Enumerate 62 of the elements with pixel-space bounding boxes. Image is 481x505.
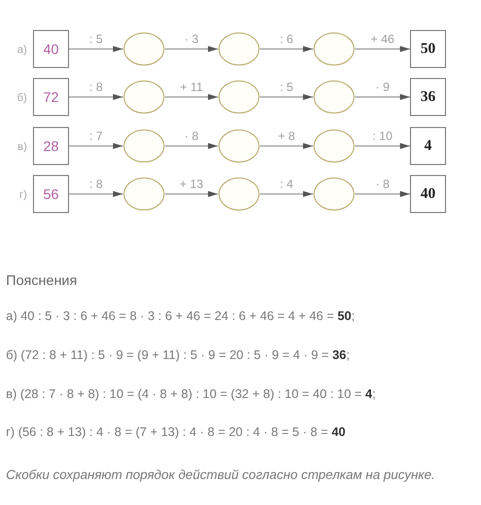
- edge-label: · 9: [376, 81, 390, 93]
- arrow: [260, 191, 314, 197]
- arrow: [260, 94, 314, 100]
- arrow: [164, 94, 218, 100]
- note-text: Скобки сохраняют порядок действий согласно стрелкам на рисунке.: [6, 466, 436, 484]
- edge-label: : 8: [89, 81, 103, 93]
- edge-label: + 11: [180, 81, 203, 93]
- equation-line: в) (28 : 7 · 8 + 8) : 10 = (4 · 8 + 8) : 10 = (32 + 8) : 10 = 40 : 10 = 4;: [6, 386, 377, 403]
- empty-oval: [313, 177, 355, 211]
- edge-label: : 7: [89, 130, 103, 142]
- edge-label: : 5: [280, 81, 294, 93]
- edge-label: : 4: [280, 178, 294, 190]
- arrow: [354, 46, 410, 52]
- edge-label: · 3: [184, 33, 198, 45]
- arrow: [164, 46, 218, 52]
- arrow: [354, 94, 410, 100]
- number-box: 50: [410, 30, 446, 68]
- empty-oval: [123, 80, 165, 114]
- arrow: [260, 46, 314, 52]
- empty-oval: [218, 32, 260, 66]
- arrow: [164, 143, 218, 149]
- number-box: 56: [33, 175, 69, 213]
- number-box: 40: [410, 175, 446, 213]
- edge-label: + 8: [278, 130, 295, 142]
- equation-line: г) (56 : 8 + 13) : 4 · 8 = (7 + 13) : 4 · 8 = 20 : 4 · 8 = 5 · 8 = 40: [6, 424, 346, 442]
- empty-oval: [218, 129, 260, 163]
- number-box: 40: [33, 30, 69, 68]
- edge-label: : 10: [372, 130, 392, 142]
- empty-oval: [313, 129, 355, 163]
- arrow: [68, 94, 124, 100]
- arrow: [354, 191, 410, 197]
- arrow: [164, 191, 218, 197]
- section-heading: Пояснения: [6, 271, 78, 290]
- number-box: 28: [33, 127, 69, 165]
- arrow: [68, 46, 124, 52]
- edge-label: : 8: [89, 178, 103, 190]
- edge-label: · 8: [184, 130, 198, 142]
- edge-label: : 5: [89, 33, 103, 45]
- equation-line: а) 40 : 5 · 3 : 6 + 46 = 8 · 3 : 6 + 46 = 24 : 6 + 46 = 4 + 46 = 50;: [6, 308, 356, 325]
- empty-oval: [313, 32, 355, 66]
- edge-label: + 46: [370, 33, 394, 45]
- edge-label: + 13: [180, 178, 204, 190]
- empty-oval: [123, 177, 165, 211]
- number-box: 4: [410, 127, 446, 165]
- arrow: [68, 143, 124, 149]
- empty-oval: [218, 177, 260, 211]
- edge-label: · 8: [376, 178, 390, 190]
- number-box: 36: [410, 78, 446, 116]
- empty-oval: [123, 129, 165, 163]
- empty-oval: [123, 32, 165, 66]
- edge-label: : 6: [280, 33, 294, 45]
- row-letter: в): [17, 140, 27, 155]
- empty-oval: [218, 80, 260, 114]
- arrow: [68, 191, 124, 197]
- equation-line: б) (72 : 8 + 11) : 5 · 9 = (9 + 11) : 5 · 9 = 20 : 5 · 9 = 4 · 9 = 36;: [6, 346, 351, 364]
- row-letter: а): [17, 43, 27, 58]
- number-box: 72: [33, 78, 69, 116]
- row-letter: б): [17, 91, 27, 106]
- empty-oval: [313, 80, 355, 114]
- arrow: [354, 143, 410, 149]
- row-letter: г): [19, 188, 27, 203]
- arrow: [260, 143, 314, 149]
